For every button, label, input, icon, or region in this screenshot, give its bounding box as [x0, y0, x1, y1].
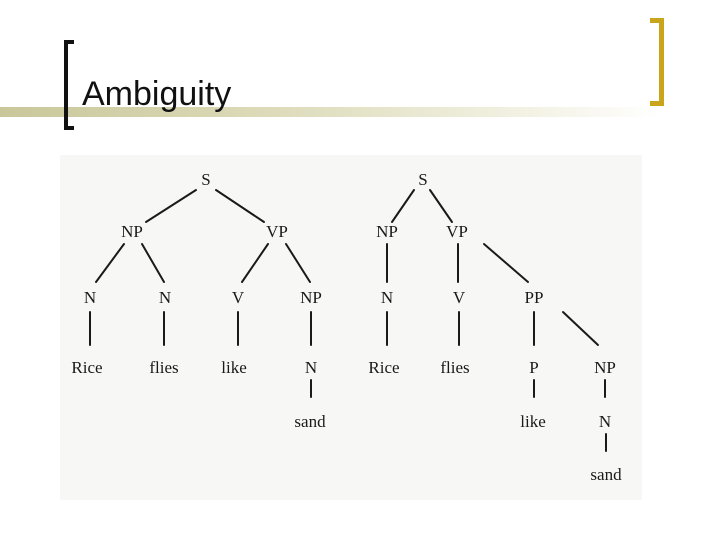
- word-label: sand: [294, 412, 326, 431]
- edge: [429, 189, 453, 223]
- node-label: NP: [376, 222, 398, 241]
- word-label: flies: [149, 358, 178, 377]
- edge: [145, 189, 197, 223]
- edge: [483, 243, 529, 283]
- node-label: PP: [525, 288, 544, 307]
- parse-tree-1: S NP VP N N V NP Rice flies like N sand: [71, 170, 326, 431]
- node-label: N: [599, 412, 611, 431]
- node-label: NP: [594, 358, 616, 377]
- node-label: VP: [446, 222, 468, 241]
- edge: [391, 189, 415, 223]
- edge: [285, 243, 311, 283]
- edge: [141, 243, 165, 283]
- right-bracket-decoration: [650, 18, 664, 106]
- node-label: S: [201, 170, 210, 189]
- node-label: P: [529, 358, 538, 377]
- word-label: sand: [590, 465, 622, 484]
- node-label: N: [305, 358, 317, 377]
- edge: [215, 189, 265, 223]
- edge: [241, 243, 269, 283]
- node-label: N: [381, 288, 393, 307]
- word-label: like: [221, 358, 247, 377]
- word-label: Rice: [368, 358, 399, 377]
- node-label: V: [453, 288, 466, 307]
- node-label: N: [84, 288, 96, 307]
- node-label: S: [418, 170, 427, 189]
- title-underline-bar: [0, 107, 660, 117]
- word-label: flies: [440, 358, 469, 377]
- edge: [562, 311, 599, 346]
- left-bracket-decoration: [64, 40, 74, 130]
- word-label: Rice: [71, 358, 102, 377]
- parse-tree-2: S NP VP N V PP Rice flies P NP like N sa…: [368, 170, 622, 484]
- node-label: N: [159, 288, 171, 307]
- edge: [95, 243, 125, 283]
- word-label: like: [520, 412, 546, 431]
- node-label: VP: [266, 222, 288, 241]
- node-label: NP: [121, 222, 143, 241]
- slide-title: Ambiguity: [82, 75, 232, 113]
- node-label: V: [232, 288, 245, 307]
- node-label: NP: [300, 288, 322, 307]
- parse-tree-figure: [60, 155, 642, 500]
